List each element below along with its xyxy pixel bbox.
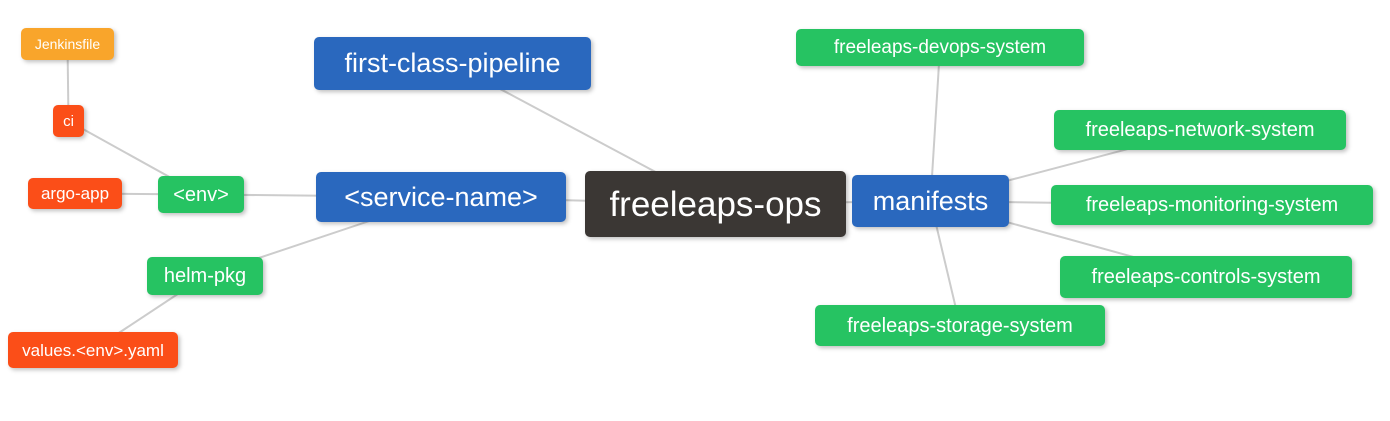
- node-freeleaps-storage-system[interactable]: freeleaps-storage-system: [815, 305, 1105, 346]
- node-first-class-pipeline[interactable]: first-class-pipeline: [314, 37, 591, 90]
- node-argo-app[interactable]: argo-app: [28, 178, 122, 209]
- node-values-env-yaml[interactable]: values.<env>.yaml: [8, 332, 178, 368]
- node-freeleaps-controls-system[interactable]: freeleaps-controls-system: [1060, 256, 1352, 298]
- node-env[interactable]: <env>: [158, 176, 244, 213]
- node-ci[interactable]: ci: [53, 105, 84, 137]
- node-helm-pkg[interactable]: helm-pkg: [147, 257, 263, 295]
- node-freeleaps-monitoring-system[interactable]: freeleaps-monitoring-system: [1051, 185, 1373, 225]
- node-freeleaps-network-system[interactable]: freeleaps-network-system: [1054, 110, 1346, 150]
- node-jenkinsfile[interactable]: Jenkinsfile: [21, 28, 114, 60]
- node-service-name[interactable]: <service-name>: [316, 172, 566, 222]
- node-freeleaps-ops[interactable]: freeleaps-ops: [585, 171, 846, 237]
- node-freeleaps-devops-system[interactable]: freeleaps-devops-system: [796, 29, 1084, 66]
- node-manifests[interactable]: manifests: [852, 175, 1009, 227]
